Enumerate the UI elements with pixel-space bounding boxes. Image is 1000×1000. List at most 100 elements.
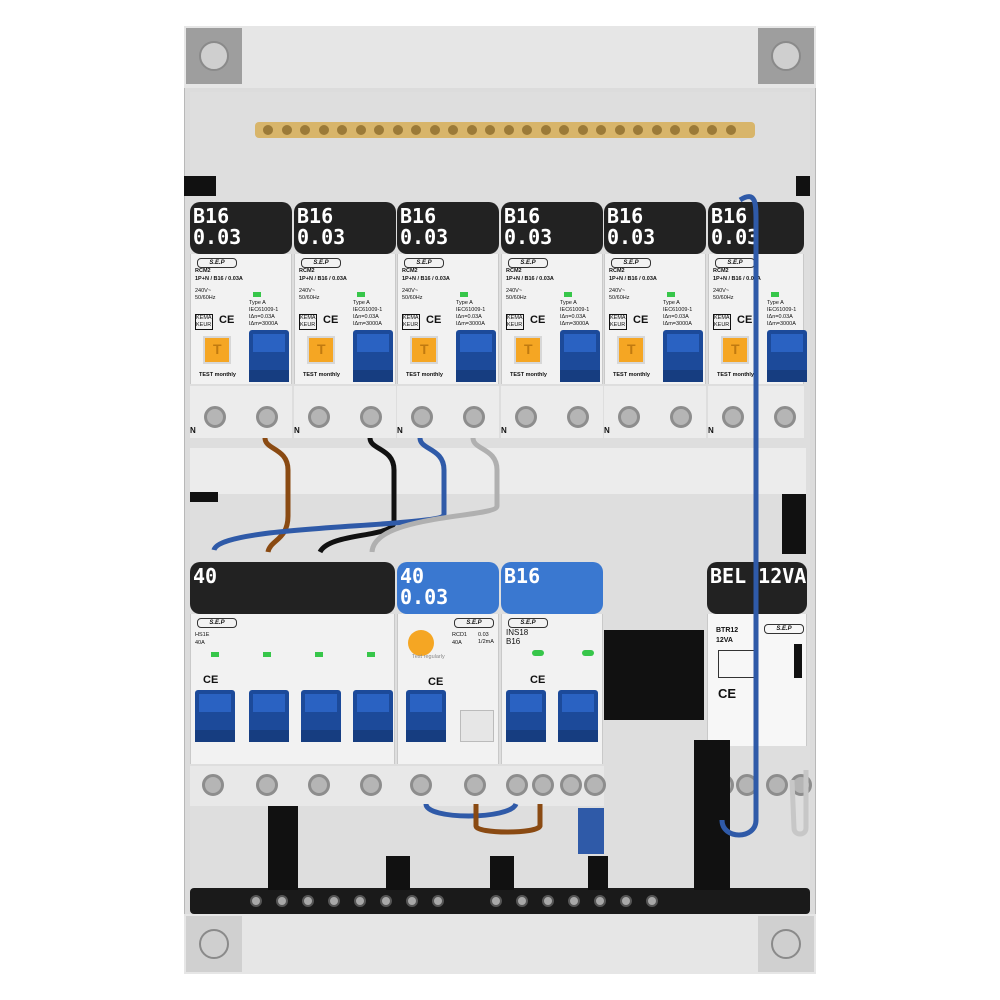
terminal-screw[interactable] [670, 406, 692, 428]
busbar-screw [614, 125, 625, 135]
main-switch-lever[interactable] [249, 690, 289, 742]
terminal-screw[interactable] [302, 895, 314, 907]
rcbo-label-sensitivity: 0.03 [297, 225, 346, 249]
terminal-screw[interactable] [567, 406, 589, 428]
terminal-screw[interactable] [464, 774, 486, 796]
terminal-screw[interactable] [360, 774, 382, 796]
rcbo-test-text: TEST monthly [406, 372, 443, 378]
mcb-model: INS18 [506, 628, 529, 637]
main-switch-lever[interactable] [195, 690, 235, 742]
main-switch: S.E.P HS1E 40A CE [190, 614, 395, 764]
terminal-screw[interactable] [276, 895, 288, 907]
rcd-test-button[interactable] [408, 630, 434, 656]
terminal-screw[interactable] [542, 895, 554, 907]
rcbo-model: RCM2 [195, 268, 211, 274]
status-led [263, 652, 271, 657]
ce-mark: CE [323, 314, 339, 326]
terminal-screw[interactable] [250, 895, 262, 907]
rcbo-lever[interactable] [560, 330, 600, 382]
terminal-screw[interactable] [516, 895, 528, 907]
neutral-mark: N [501, 426, 507, 435]
terminal-screw[interactable] [620, 895, 632, 907]
brand-logo: S.E.P [764, 624, 804, 634]
rcbo-test-button[interactable] [721, 336, 749, 364]
terminal-screw[interactable] [490, 895, 502, 907]
status-led [582, 650, 594, 656]
terminal-block: N [604, 386, 706, 438]
rcbo-test-button[interactable] [617, 336, 645, 364]
terminal-screw[interactable] [202, 774, 224, 796]
rcbo-lever[interactable] [663, 330, 703, 382]
rcbo-lever[interactable] [249, 330, 289, 382]
busbar-screw [355, 125, 366, 135]
status-led [564, 292, 572, 297]
rcbo-label: B16 0.03 [501, 202, 603, 254]
terminal-screw[interactable] [204, 406, 226, 428]
rcbo-test-button[interactable] [410, 336, 438, 364]
rcbo-lever[interactable] [353, 330, 393, 382]
busbar-screw [263, 125, 273, 135]
terminal-screw[interactable] [766, 774, 788, 796]
terminal-screw[interactable] [406, 895, 418, 907]
rcbo-test-button[interactable] [307, 336, 335, 364]
ce-mark: CE [428, 676, 444, 688]
busbar-screw [466, 125, 477, 135]
brand-logo: S.E.P [404, 258, 444, 268]
terminal-screw[interactable] [354, 895, 366, 907]
terminal-screw[interactable] [256, 406, 278, 428]
status-led [771, 292, 779, 297]
rcd-lever[interactable] [406, 690, 446, 742]
terminal-screw[interactable] [463, 406, 485, 428]
terminal-screw[interactable] [380, 895, 392, 907]
terminal-screw[interactable] [328, 895, 340, 907]
rcbo-test-button[interactable] [203, 336, 231, 364]
rcbo-label-sensitivity: 0.03 [607, 225, 656, 249]
rcbo-label: B16 0.03 [190, 202, 292, 254]
main-switch-lever[interactable] [301, 690, 341, 742]
terminal-screw[interactable] [584, 774, 606, 796]
rcbo-model: RCM2 [402, 268, 418, 274]
terminal-screw[interactable] [308, 774, 330, 796]
rcd-model: RCD1 [452, 632, 467, 638]
earth-bar-leg [490, 856, 514, 890]
terminal-screw[interactable] [411, 406, 433, 428]
main-switch-lever[interactable] [353, 690, 393, 742]
neutral-earth-terminal-bar [190, 888, 810, 914]
main-switch-model: HS1E [195, 632, 210, 638]
terminal-screw[interactable] [515, 406, 537, 428]
terminal-screw[interactable] [308, 406, 330, 428]
ce-mark: CE [737, 314, 753, 326]
transformer-model: BTR12 [716, 627, 739, 634]
terminal-screw[interactable] [774, 406, 796, 428]
terminal-screw[interactable] [432, 895, 444, 907]
rcbo-test-button[interactable] [514, 336, 542, 364]
rcbo-rating: 1P+N / B16 / 0.03A [195, 276, 243, 282]
terminal-screw[interactable] [560, 774, 582, 796]
terminal-screw[interactable] [568, 895, 580, 907]
rcbo-lever[interactable] [456, 330, 496, 382]
terminal-screw[interactable] [722, 406, 744, 428]
terminal-screw[interactable] [256, 774, 278, 796]
terminal-screw[interactable] [506, 774, 528, 796]
terminal-screw[interactable] [594, 895, 606, 907]
terminal-screw[interactable] [618, 406, 640, 428]
mcb-lever[interactable] [506, 690, 546, 742]
rcbo-type: Type A [560, 300, 577, 306]
terminal-screw[interactable] [532, 774, 554, 796]
wire-brown [262, 437, 291, 553]
kema-mark: KEMA KEUR [299, 314, 317, 330]
rcbo-label-rating: B16 [193, 204, 230, 228]
rcbo-lever[interactable] [767, 330, 807, 382]
wire-brown-bottom [473, 804, 543, 835]
terminal-screw[interactable] [410, 774, 432, 796]
brand-logo: S.E.P [301, 258, 341, 268]
end-stop-right [796, 176, 810, 196]
terminal-screw[interactable] [360, 406, 382, 428]
mcb-lever[interactable] [558, 690, 598, 742]
terminal-screw[interactable] [646, 895, 658, 907]
ce-mark: CE [426, 314, 442, 326]
ce-mark: CE [203, 674, 219, 686]
rcbo-specs: IΔn=0.03A IΔm=3000A [767, 314, 796, 327]
rcbo-specs: IΔn=0.03A IΔm=3000A [560, 314, 589, 327]
